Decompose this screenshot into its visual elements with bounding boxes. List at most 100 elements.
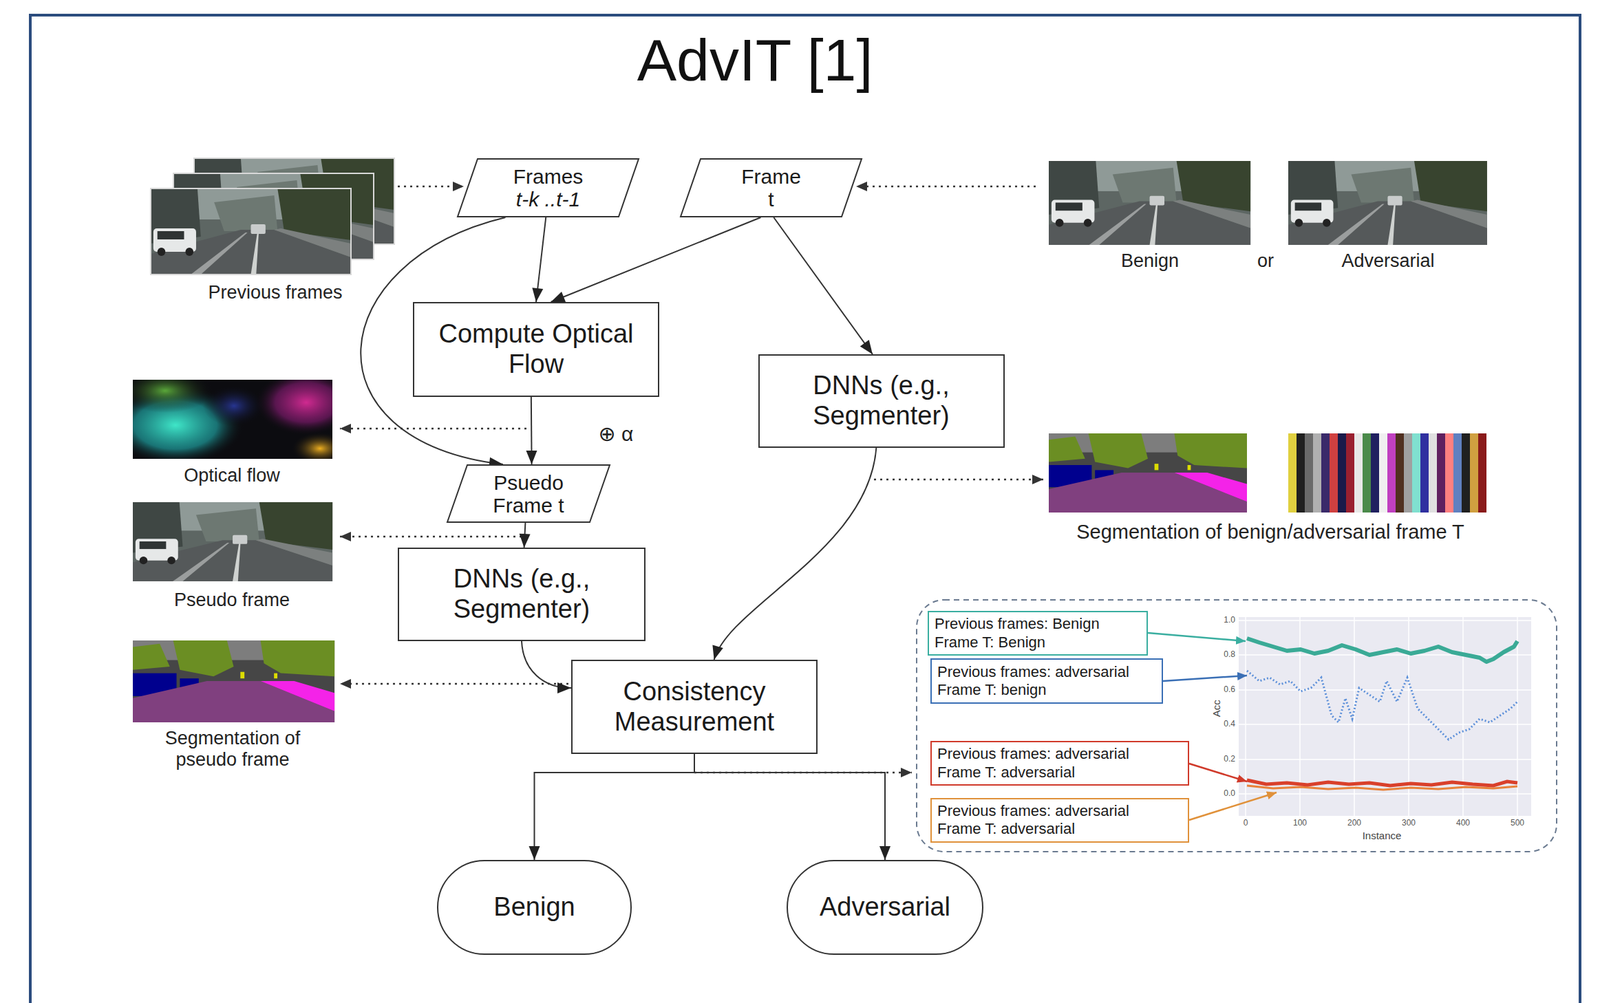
node-text: Benign (493, 892, 575, 923)
arrowhead (550, 291, 566, 303)
pseudo-segmentation-image (132, 640, 335, 723)
adversarial-segmentation-stripes (1288, 433, 1297, 513)
adversarial-segmentation-stripes (1346, 433, 1355, 513)
node-text: DNNs (e.g., Segmenter) (772, 370, 991, 431)
axis-tick: 0.4 (1223, 719, 1236, 730)
adversarial-segmentation-stripes (1362, 433, 1371, 513)
node-label: DNNs (e.g., Segmenter) (772, 370, 991, 431)
axis-tick: 200 (1347, 818, 1362, 829)
node-label: Consistency Measurement (584, 677, 804, 738)
pseudo-segmentation-image (132, 640, 335, 723)
benign-segmentation-image (1048, 433, 1247, 513)
dotted-leader (397, 185, 464, 188)
accuracy-chart (1238, 620, 1532, 622)
arrowhead (525, 450, 537, 465)
adversarial-frame-image (1288, 161, 1488, 245)
node-text: Frame (741, 165, 802, 188)
arrowhead (557, 682, 572, 694)
node-text: t (741, 187, 802, 211)
connector-line (534, 754, 696, 861)
accuracy-chart (1238, 689, 1532, 691)
terminal-pill: Adversarial (786, 860, 984, 956)
accuracy-chart (1238, 617, 1532, 817)
accuracy-chart (1238, 723, 1532, 726)
adversarial-segmentation-stripes (1288, 433, 1487, 513)
node-label: Framest-k ..t-1 (513, 165, 584, 211)
callout-arrow (1163, 675, 1247, 682)
caption-label: Benign (1121, 250, 1179, 272)
connector-line (694, 754, 885, 861)
axis-title: Instance (1362, 829, 1402, 842)
node-text: Frame T: adversarial (937, 763, 1130, 782)
connector (712, 448, 877, 660)
previous-frames-stack (150, 188, 351, 275)
connector-line (550, 217, 761, 303)
node-text: Previous frames: Benign (934, 615, 1100, 634)
caption-label: Segmentation of benign/adversarial frame… (1076, 520, 1465, 544)
optical-flow-image (254, 379, 333, 436)
node-text: Previous frames: adversarial (937, 663, 1130, 682)
caption-label: Optical flow (183, 465, 281, 487)
dotted-leader (873, 478, 1044, 482)
node-label: Adversarial (819, 892, 951, 923)
node-label: Benign (493, 892, 575, 923)
adversarial-segmentation-stripes (1461, 433, 1470, 513)
node-text: Adversarial (819, 892, 951, 923)
axis-tick: 0.0 (1223, 789, 1236, 799)
adversarial-segmentation-stripes (1329, 433, 1338, 513)
slide-frame (30, 15, 1581, 1003)
adversarial-segmentation-stripes (1379, 433, 1388, 513)
axis-tick: 0.8 (1223, 650, 1236, 660)
accuracy-chart (1238, 617, 1532, 817)
chart-region (916, 600, 1557, 852)
accuracy-chart (1238, 617, 1532, 817)
parallelogram-shape (457, 158, 639, 217)
adversarial-segmentation-stripes (1453, 433, 1462, 513)
node-label: Previous frames: adversarialFrame T: adv… (937, 745, 1130, 782)
accuracy-chart (1238, 793, 1532, 795)
process-box: DNNs (e.g., Segmenter) (397, 547, 646, 642)
connector-line (521, 641, 572, 689)
adversarial-segmentation-stripes (1412, 433, 1421, 513)
axis-tick: 0 (1243, 818, 1249, 829)
node-label: Psuedo Frame t (476, 471, 581, 517)
adversarial-segmentation-stripes (1428, 433, 1437, 513)
callout-box: Previous frames: adversarialFrame T: adv… (930, 741, 1190, 786)
connector-line (773, 217, 873, 355)
axis-tick: 0.2 (1223, 754, 1236, 765)
axis-tick: 300 (1401, 818, 1416, 829)
axis-tick: 100 (1293, 818, 1307, 829)
callout-arrow (1147, 633, 1277, 821)
parallelogram-shape (680, 158, 862, 217)
accuracy-chart (1462, 617, 1464, 817)
node-text: DNNs (e.g., Segmenter) (412, 564, 632, 625)
node-label: DNNs (e.g., Segmenter) (412, 564, 632, 625)
accuracy-chart (1238, 654, 1532, 656)
optical-flow-image (132, 379, 333, 460)
node-label: Previous frames: adversarialFrame T: adv… (937, 802, 1130, 839)
pseudo-frame-image (132, 502, 333, 582)
adversarial-segmentation-stripes (1337, 433, 1347, 513)
callout-box: Previous frames: BenignFrame T: Benign (927, 611, 1148, 656)
arrowhead (519, 534, 531, 548)
optical-flow-image (291, 432, 333, 460)
dotted-leader (339, 428, 527, 431)
process-box: DNNs (e.g., Segmenter) (758, 354, 1005, 448)
node-text: Compute Optical Flow (426, 319, 646, 380)
adversarial-segmentation-stripes (1403, 433, 1413, 513)
node-text: Previous frames: adversarial (937, 802, 1130, 821)
connector (521, 641, 572, 694)
accuracy-chart (1238, 759, 1532, 761)
node-text: Previous frames: adversarial (937, 745, 1130, 764)
callout-box: Previous frames: adversarialFrame T: adv… (930, 798, 1190, 844)
parallelogram-shape (447, 465, 610, 523)
axis-tick: 1.0 (1223, 615, 1236, 626)
adversarial-segmentation-stripes (1387, 433, 1396, 513)
adversarial-segmentation-stripes (1436, 433, 1446, 513)
adversarial-segmentation-stripes (1304, 433, 1314, 513)
dotted-leader (856, 185, 1036, 188)
dotted-leader (339, 536, 522, 539)
callout-box: Previous frames: adversarialFrame T: ben… (930, 658, 1164, 704)
